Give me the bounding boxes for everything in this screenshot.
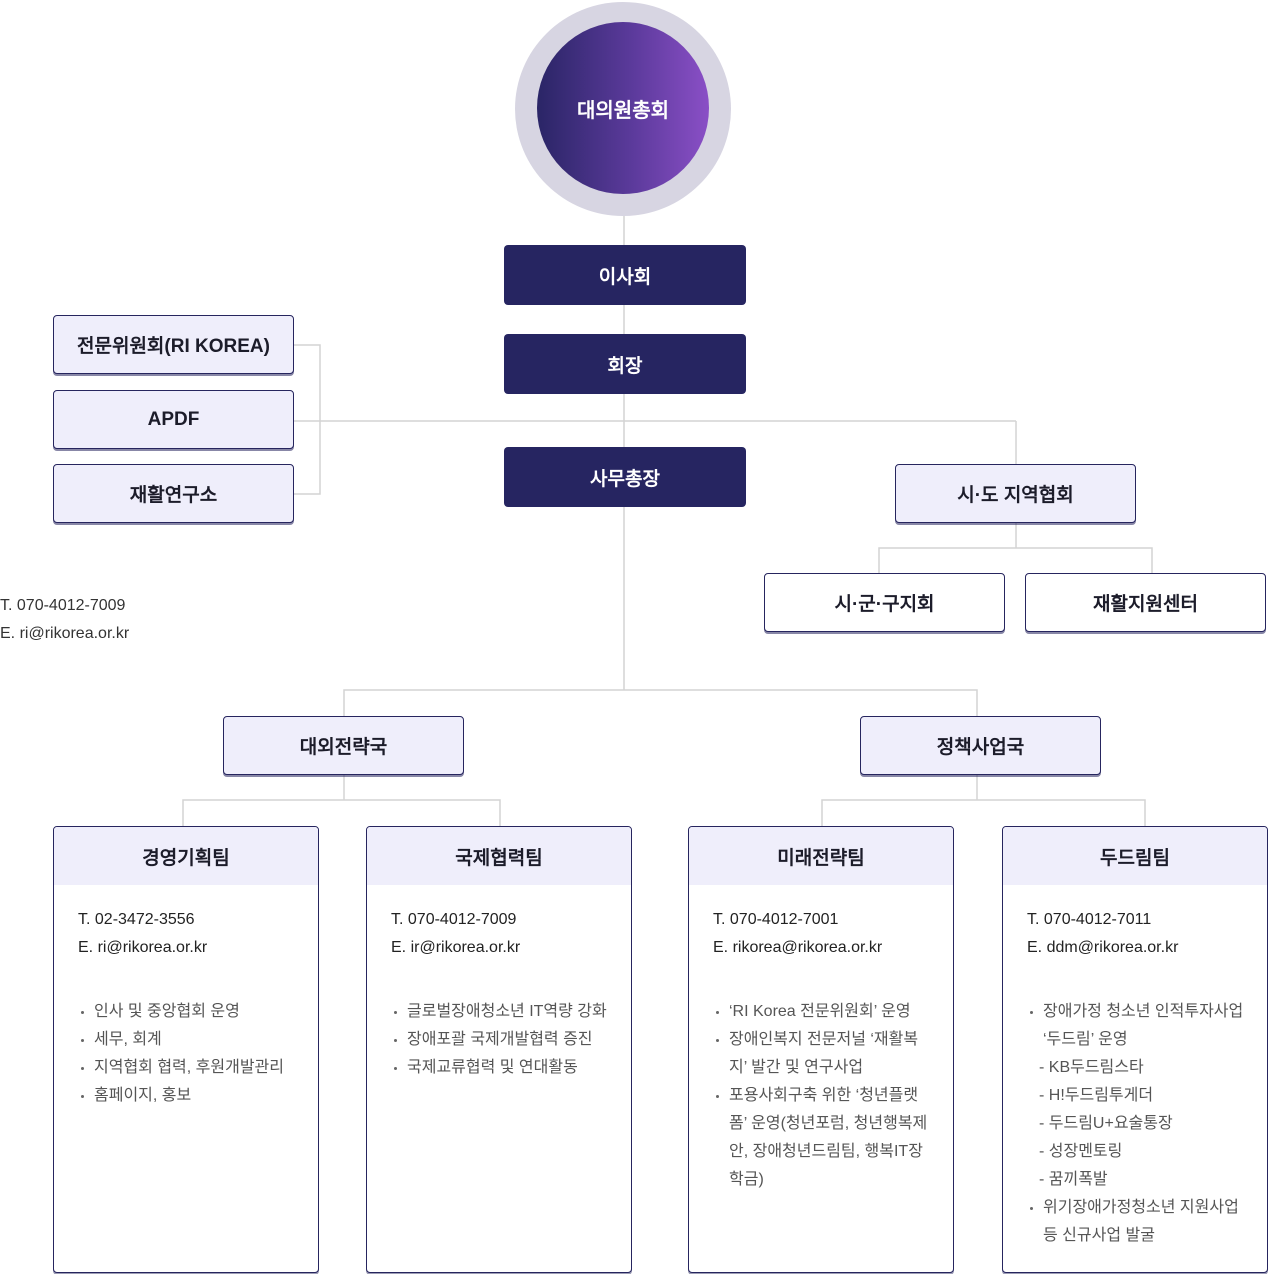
node-branch-label: 시·군·구지회	[834, 594, 935, 615]
node-policy-bureau: 정책사업국	[860, 716, 1101, 775]
team-name: 국제협력팀	[367, 827, 631, 885]
team-contact: T. 070-4012-7009 E. ir@rikorea.or.kr	[367, 885, 631, 962]
team-duty-item: 세무, 회계	[78, 1026, 296, 1054]
node-rehab-center: 재활지원센터	[1025, 573, 1266, 632]
node-regional-label: 시·도 지역협회	[957, 485, 1074, 506]
team-email: E. ri@rikorea.or.kr	[78, 939, 208, 956]
team-phone: T. 02-3472-3556	[78, 911, 195, 928]
node-assembly-label: 대의원총회	[577, 99, 669, 122]
policy-branch	[821, 799, 1146, 826]
node-committee: 전문위원회(RI KOREA)	[53, 315, 294, 374]
team-duty-item: 포용사회구축 위한 ‘청년플랫폼’ 운영(청년포럼, 청년행복제안, 장애청년드…	[713, 1082, 931, 1194]
node-policy-bureau-label: 정책사업국	[936, 737, 1025, 758]
node-institute: 재활연구소	[53, 464, 294, 523]
team-duty-subitem: - KB두드림스타	[1039, 1059, 1144, 1076]
team-name: 경영기획팀	[54, 827, 318, 885]
bureau-branch	[343, 689, 978, 716]
regional-branch	[878, 547, 1153, 573]
team-duty-subitem: - 성장멘토링	[1039, 1143, 1123, 1160]
secretariat-contact: T. 070-4012-7009 E. ri@rikorea.or.kr	[0, 592, 129, 648]
node-board: 이사회	[504, 245, 746, 305]
team-phone: T. 070-4012-7011	[1027, 911, 1152, 928]
external-branch	[182, 799, 501, 826]
node-president: 회장	[504, 334, 746, 394]
team-duty-item: 인사 및 중앙협회 운영	[78, 998, 296, 1026]
team-contact: T. 02-3472-3556 E. ri@rikorea.or.kr	[54, 885, 318, 962]
team-duty-item: 장애인복지 전문저널 ‘재활복지’ 발간 및 연구사업	[713, 1026, 931, 1082]
side-bracket	[294, 344, 321, 495]
team-card: 경영기획팀 T. 02-3472-3556 E. ri@rikorea.or.k…	[53, 826, 319, 1273]
team-email: E. rikorea@rikorea.or.kr	[713, 939, 883, 956]
team-email: E. ir@rikorea.or.kr	[391, 939, 521, 956]
node-branch: 시·군·구지회	[764, 573, 1005, 632]
node-committee-label: 전문위원회(RI KOREA)	[77, 336, 270, 357]
node-external-bureau-label: 대외전략국	[299, 737, 388, 758]
team-phone: T. 070-4012-7009	[391, 911, 517, 928]
secretariat-phone: T. 070-4012-7009	[0, 597, 126, 614]
team-duty-item: 장애가정 청소년 인적투자사업 ‘두드림’ 운영	[1027, 998, 1245, 1054]
team-duty-item: 홈페이지, 홍보	[78, 1082, 296, 1110]
team-name: 미래전략팀	[689, 827, 953, 885]
team-contact: T. 070-4012-7011 E. ddm@rikorea.or.kr	[1003, 885, 1267, 962]
node-secretary-general-label: 사무총장	[590, 468, 660, 490]
node-institute-label: 재활연구소	[129, 485, 218, 506]
node-rehab-center-label: 재활지원센터	[1093, 594, 1198, 615]
team-card: 두드림팀 T. 070-4012-7011 E. ddm@rikorea.or.…	[1002, 826, 1268, 1273]
team-email: E. ddm@rikorea.or.kr	[1027, 939, 1179, 956]
team-card: 국제협력팀 T. 070-4012-7009 E. ir@rikorea.or.…	[366, 826, 632, 1273]
node-president-label: 회장	[607, 355, 643, 377]
team-contact: T. 070-4012-7001 E. rikorea@rikorea.or.k…	[689, 885, 953, 962]
team-duty-subitem: - H!두드림투게더	[1039, 1087, 1154, 1104]
team-duty-item: 위기장애가정청소년 지원사업 등 신규사업 발굴	[1027, 1194, 1245, 1250]
team-duty-subitem: - 꿈끼폭발	[1039, 1171, 1108, 1188]
team-duty-subitem: - 두드림U+요술통장	[1039, 1115, 1173, 1132]
node-regional: 시·도 지역협회	[895, 464, 1136, 523]
secretariat-email: E. ri@rikorea.or.kr	[0, 625, 130, 642]
team-duty-item: ‘RI Korea 전문위원회’ 운영	[713, 998, 931, 1026]
node-secretary-general: 사무총장	[504, 447, 746, 507]
node-board-label: 이사회	[598, 266, 652, 288]
team-duties: 장애가정 청소년 인적투자사업 ‘두드림’ 운영 - KB두드림스타 - H!두드림…	[1003, 998, 1267, 1250]
node-apdf-label: APDF	[147, 408, 200, 430]
team-duty-item: 지역협회 협력, 후원개발관리	[78, 1054, 296, 1082]
team-phone: T. 070-4012-7001	[713, 911, 839, 928]
team-duty-item: 장애포괄 국제개발협력 증진	[391, 1026, 609, 1054]
team-name: 두드림팀	[1003, 827, 1267, 885]
node-assembly: 대의원총회	[537, 22, 709, 194]
node-apdf: APDF	[53, 390, 294, 449]
team-card: 미래전략팀 T. 070-4012-7001 E. rikorea@rikore…	[688, 826, 954, 1273]
team-duty-item: 글로벌장애청소년 IT역량 강화	[391, 998, 609, 1026]
team-duty-item: 국제교류협력 및 연대활동	[391, 1054, 609, 1082]
node-external-bureau: 대외전략국	[223, 716, 464, 775]
